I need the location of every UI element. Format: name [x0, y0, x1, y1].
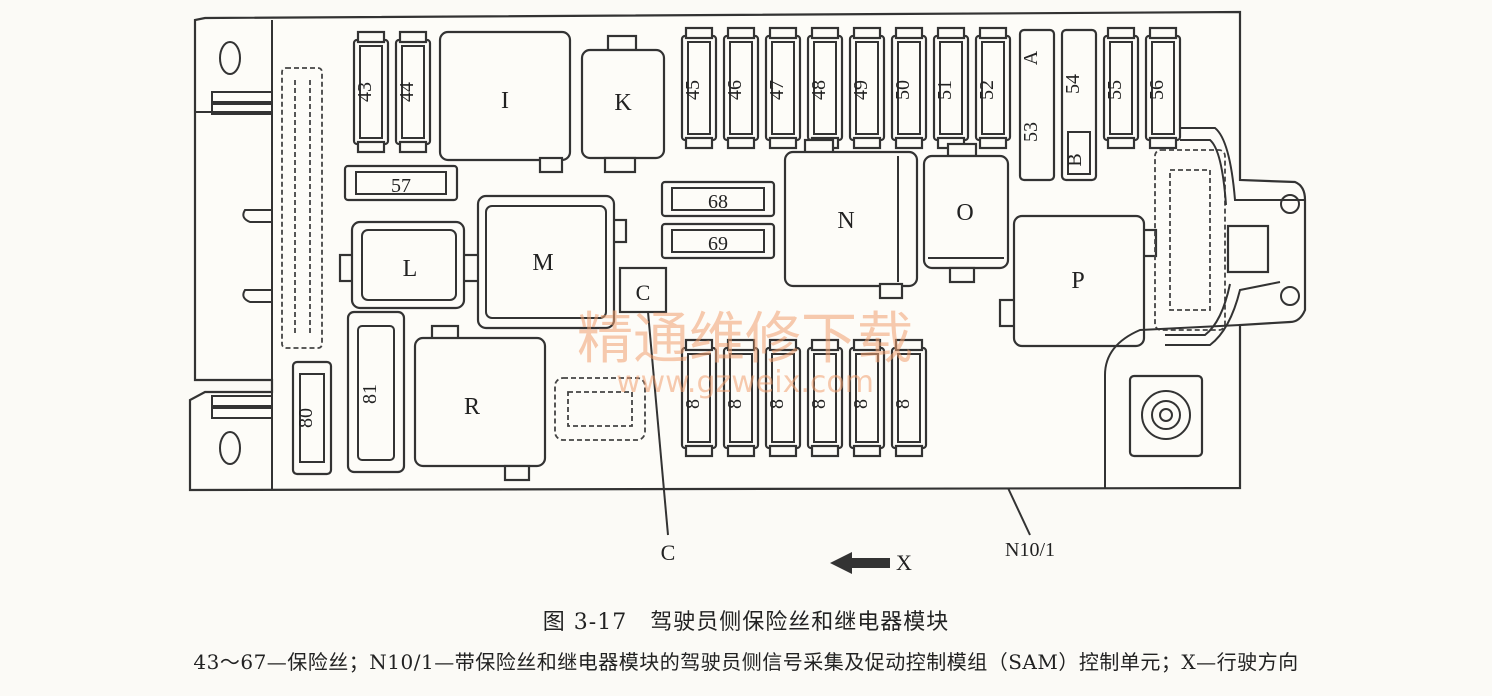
empty-slot-dashed [554, 377, 646, 441]
fuse-51: 51 [932, 26, 970, 150]
fuse-bottom-5-label: 8 [850, 399, 872, 409]
relay-n-label: N [837, 208, 854, 234]
relay-o-label: O [956, 200, 973, 226]
fuse-53-label: 53 [1020, 122, 1042, 142]
left-connector-dashed [281, 67, 323, 349]
mount-hole-bottom [219, 431, 241, 465]
fuse-bottom-1: 8 [680, 338, 718, 458]
relay-l [350, 220, 466, 310]
fuse-46: 46 [722, 26, 760, 150]
fuse-bottom-6: 8 [890, 338, 928, 458]
fuse-44-label: 44 [396, 82, 418, 102]
fuse-68-label: 68 [708, 191, 728, 213]
cable-clamp [1226, 224, 1270, 274]
fuse-53 [1018, 28, 1056, 182]
figure-title: 图 3-17 驾驶员侧保险丝和继电器模块 [542, 610, 950, 635]
fuse-57-label: 57 [391, 175, 411, 197]
callout-n10-1: N10/1 [1005, 539, 1055, 561]
mount-boss [1128, 374, 1204, 458]
fuse-47-label: 47 [766, 80, 788, 100]
fuse-80 [291, 360, 333, 476]
fuse-48: 48 [806, 26, 844, 150]
relay-p [1012, 214, 1146, 348]
fuse-56-label: 56 [1146, 80, 1168, 100]
fuse-bottom-4: 8 [806, 338, 844, 458]
fuse-bottom-5: 8 [848, 338, 886, 458]
fuse-81-label: 81 [359, 384, 381, 404]
fuse-68 [660, 180, 776, 218]
mark-a: A [1020, 50, 1042, 65]
fuse-44: 44 [394, 30, 432, 154]
figure-legend: 43～67—保险丝；N10/1—带保险丝和继电器模块的驾驶员侧信号采集及促动控制… [193, 650, 1299, 674]
fuse-49: 49 [848, 26, 886, 150]
fuse-69-label: 69 [708, 233, 728, 255]
watermark-url: www.gzweix.com [616, 365, 874, 400]
fuse-group-54-56: 54 55 56 [1062, 26, 1182, 150]
fuse-43-label: 43 [354, 82, 376, 102]
fuse-57 [343, 164, 459, 202]
fuse-bottom-2: 8 [722, 338, 760, 458]
watermark-cn: 精通维修下载 [577, 307, 913, 372]
fuse-80-label: 80 [295, 408, 317, 428]
fuse-43: 43 [352, 30, 390, 154]
fuse-group-45-52: 45 46 47 48 49 50 51 52 [680, 26, 1012, 150]
fuse-bottom-3-label: 8 [766, 399, 788, 409]
fuse-55-label: 55 [1104, 80, 1126, 100]
fuse-group-43-44: 43 44 [352, 30, 432, 154]
relay-r-label: R [464, 394, 480, 420]
relay-i-label: I [501, 88, 509, 114]
fuse-bottom-6-label: 8 [892, 399, 914, 409]
fuse-52-label: 52 [976, 80, 998, 100]
relay-l-label: L [403, 256, 418, 282]
relay-m [476, 194, 616, 330]
relay-i [438, 30, 572, 162]
fuse-56: 56 [1144, 26, 1182, 150]
fuse-48-label: 48 [808, 80, 830, 100]
fuse-45: 45 [680, 26, 718, 150]
fuse-52: 52 [974, 26, 1012, 150]
fuse-46-label: 46 [724, 80, 746, 100]
fuse-group-bottom: 8 8 8 8 8 8 [680, 338, 928, 458]
fuse-bottom-2-label: 8 [724, 399, 746, 409]
fuse-45-label: 45 [682, 80, 704, 100]
mark-b: B [1064, 153, 1086, 166]
fuse-bottom-3: 8 [764, 338, 802, 458]
relay-c-label: C [636, 280, 651, 305]
relay-r [413, 336, 547, 468]
fuse-50-label: 50 [892, 80, 914, 100]
relay-c [618, 266, 668, 314]
fuse-49-label: 49 [850, 80, 872, 100]
fuse-55: 55 [1102, 26, 1140, 150]
relay-p-label: P [1071, 268, 1084, 294]
fuse-bottom-4-label: 8 [808, 399, 830, 409]
fuse-54 [1060, 28, 1098, 182]
fuse-50: 50 [890, 26, 928, 150]
relay-k-label: K [614, 90, 632, 116]
direction-arrow-icon [830, 552, 890, 574]
fuse-51-label: 51 [934, 80, 956, 100]
fuse-47: 47 [764, 26, 802, 150]
mount-hole-top [219, 41, 241, 75]
fuse-54-label: 54 [1062, 74, 1084, 94]
fuse-69 [660, 222, 776, 260]
relay-m-label: M [532, 250, 553, 276]
fuse-bottom-1-label: 8 [682, 399, 704, 409]
direction-label: X [896, 550, 912, 575]
fuse-81 [346, 310, 406, 474]
right-connector-dashed [1154, 149, 1226, 331]
callout-c: C [661, 540, 676, 565]
relay-n [783, 150, 919, 288]
